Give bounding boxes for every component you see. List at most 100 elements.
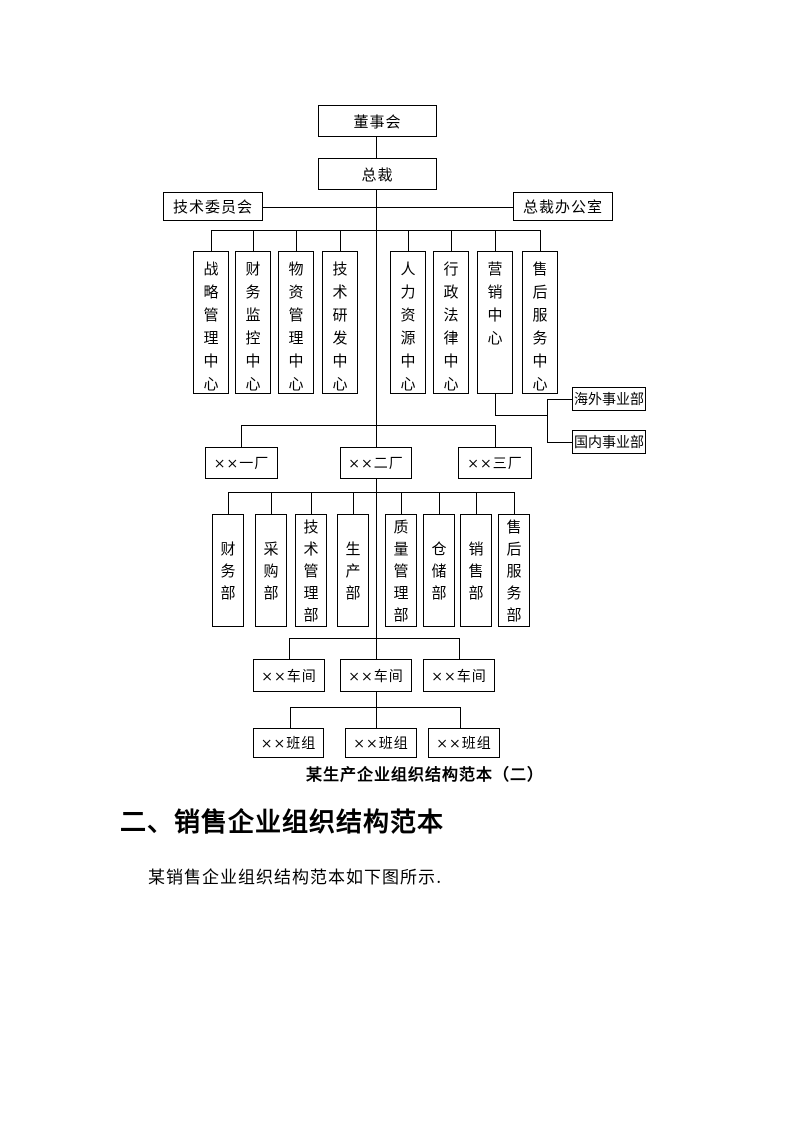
org-node-label: 售后服务中心 xyxy=(532,260,548,393)
connector-line xyxy=(547,399,572,400)
org-node-strategy-management-center: 战略管理中心 xyxy=(193,251,229,394)
org-node-label: ××二厂 xyxy=(348,456,404,472)
org-node-purchasing-dept: 采购部 xyxy=(255,514,287,627)
org-node-label: 财务部 xyxy=(220,539,236,602)
connector-line xyxy=(228,492,229,514)
connector-line xyxy=(228,492,514,493)
org-node-production-dept: 生产部 xyxy=(337,514,369,627)
connector-line xyxy=(376,190,377,447)
org-node-factory-1: ××一厂 xyxy=(205,447,278,479)
section-heading: 二、销售企业组织结构范本 xyxy=(120,808,445,838)
org-node-workshop-2: ××车间 xyxy=(340,659,412,692)
org-node-president-office: 总裁办公室 xyxy=(513,192,613,221)
connector-line xyxy=(376,479,377,659)
connector-line xyxy=(296,230,297,251)
org-node-label: ××一厂 xyxy=(213,456,270,472)
org-node-after-sales-service-center: 售后服务中心 xyxy=(522,251,558,394)
org-node-label: 售后服务部 xyxy=(506,517,522,624)
org-node-label: 总裁办公室 xyxy=(522,198,603,216)
org-node-label: 战略管理中心 xyxy=(203,260,219,393)
org-node-materials-management-center: 物资管理中心 xyxy=(278,251,314,394)
org-node-workshop-3: ××车间 xyxy=(423,659,495,692)
connector-line xyxy=(495,415,548,416)
body-paragraph: 某销售企业组织结构范本如下图所示. xyxy=(148,868,443,888)
org-node-label: 财务监控中心 xyxy=(245,260,261,393)
connector-line xyxy=(401,492,402,514)
org-node-quality-management-dept: 质量管理部 xyxy=(385,514,417,627)
org-node-sales-dept: 销售部 xyxy=(460,514,492,627)
org-node-warehouse-dept: 仓储部 xyxy=(423,514,455,627)
org-node-label: 海外事业部 xyxy=(574,392,644,408)
connector-line xyxy=(289,638,460,639)
org-node-finance-supervision-center: 财务监控中心 xyxy=(235,251,271,394)
org-node-tech-rd-center: 技术研发中心 xyxy=(322,251,358,394)
org-node-label: 质量管理部 xyxy=(393,517,409,624)
connector-line xyxy=(439,492,440,514)
org-node-label: 销售部 xyxy=(468,539,484,602)
org-node-label: 董事会 xyxy=(353,112,402,131)
connector-line xyxy=(241,425,496,426)
connector-line xyxy=(495,425,496,447)
connector-line xyxy=(253,230,254,251)
org-node-after-sales-service-dept: 售后服务部 xyxy=(498,514,530,627)
connector-line xyxy=(289,638,290,659)
org-node-board: 董事会 xyxy=(318,105,437,137)
org-node-label: ××班组 xyxy=(260,736,317,752)
connector-line xyxy=(459,638,460,659)
org-node-hr-center: 人力资源中心 xyxy=(390,251,426,394)
org-node-label: 营销中心 xyxy=(487,260,503,347)
org-node-label: 总裁 xyxy=(361,165,394,184)
org-node-factory-3: ××三厂 xyxy=(458,447,532,479)
connector-line xyxy=(340,230,341,251)
connector-line xyxy=(376,137,377,158)
org-node-label: 技术研发中心 xyxy=(332,260,348,393)
connector-line xyxy=(290,707,291,728)
org-node-admin-legal-center: 行政法律中心 xyxy=(433,251,469,394)
connector-line xyxy=(211,230,212,251)
org-node-label: ××车间 xyxy=(348,668,404,685)
org-node-workshop-1: ××车间 xyxy=(253,659,325,692)
org-node-tech-management-dept: 技术管理部 xyxy=(295,514,327,627)
org-node-label: 物资管理中心 xyxy=(288,260,304,393)
connector-line xyxy=(514,492,515,514)
connector-line xyxy=(547,442,572,443)
connector-line xyxy=(376,692,377,728)
connector-line xyxy=(241,425,242,447)
org-node-label: 人力资源中心 xyxy=(400,260,416,393)
org-node-factory-2: ××二厂 xyxy=(340,447,412,479)
org-node-label: 技术委员会 xyxy=(172,198,253,216)
connector-line xyxy=(495,230,496,251)
connector-line xyxy=(408,230,409,251)
org-node-label: 生产部 xyxy=(345,539,361,602)
connector-line xyxy=(451,230,452,251)
connector-line xyxy=(353,492,354,514)
connector-line xyxy=(211,230,541,231)
org-node-label: ××班组 xyxy=(353,736,409,752)
org-node-team-2: ××班组 xyxy=(345,728,417,758)
connector-line xyxy=(476,492,477,514)
org-node-tech-committee: 技术委员会 xyxy=(163,192,263,221)
org-node-finance-dept: 财务部 xyxy=(212,514,244,627)
connector-line xyxy=(540,230,541,251)
org-node-label: ××车间 xyxy=(261,668,317,685)
org-node-marketing-center: 营销中心 xyxy=(477,251,513,394)
org-node-president: 总裁 xyxy=(318,158,437,190)
connector-line xyxy=(290,707,461,708)
org-node-label: 仓储部 xyxy=(431,539,447,602)
connector-line xyxy=(271,492,272,514)
connector-line xyxy=(547,399,548,443)
org-node-label: 国内事业部 xyxy=(574,435,644,451)
org-node-label: ××三厂 xyxy=(467,456,523,472)
connector-line xyxy=(495,394,496,415)
org-node-team-1: ××班组 xyxy=(253,728,324,758)
org-node-label: ××车间 xyxy=(431,668,487,685)
org-node-label: ××班组 xyxy=(436,736,492,752)
org-node-label: 技术管理部 xyxy=(303,517,319,624)
org-node-domestic-division: 国内事业部 xyxy=(572,430,646,454)
connector-line xyxy=(311,492,312,514)
org-node-overseas-division: 海外事业部 xyxy=(572,387,646,411)
connector-line xyxy=(460,707,461,728)
org-node-label: 行政法律中心 xyxy=(443,260,459,393)
org-node-label: 采购部 xyxy=(263,539,279,602)
